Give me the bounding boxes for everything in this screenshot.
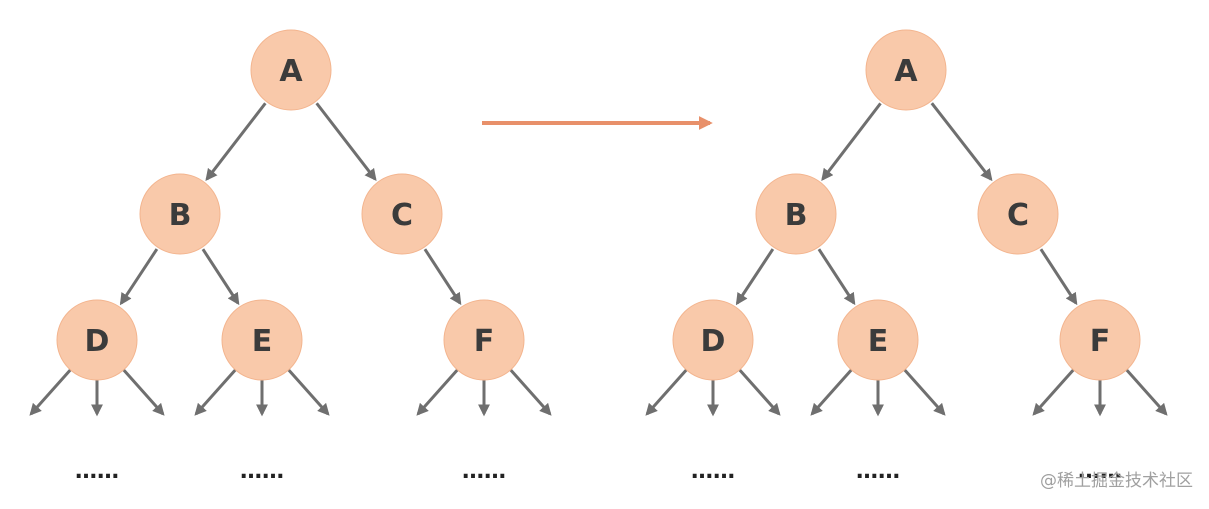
- edge-before-C-F: [423, 248, 462, 306]
- node-circle-before-C: [361, 173, 443, 255]
- node-label-after-A: A: [894, 54, 918, 89]
- nodes-layer: A B C D E F A B C D E F: [56, 29, 1141, 381]
- node-circle-after-D: [672, 299, 754, 381]
- node-label-after-E: E: [868, 324, 889, 359]
- continuation-arrow-before-D-2: [121, 367, 165, 416]
- node-circle-before-F: [443, 299, 525, 381]
- node-circle-before-E: [221, 299, 303, 381]
- continuation-arrow-before-E-0: [194, 367, 238, 416]
- edges-layer: [29, 102, 1168, 417]
- node-after-D: D: [672, 299, 754, 381]
- continuation-arrow-before-D-0: [29, 367, 73, 416]
- node-label-before-E: E: [252, 324, 273, 359]
- edge-after-A-C: [930, 102, 993, 182]
- continuation-arrow-before-E-2: [286, 367, 330, 416]
- node-label-after-C: C: [1007, 198, 1029, 233]
- node-before-F: F: [443, 299, 525, 381]
- node-label-after-D: D: [701, 324, 726, 359]
- node-label-before-F: F: [474, 324, 495, 359]
- node-label-before-B: B: [169, 198, 192, 233]
- node-after-C: C: [977, 173, 1059, 255]
- continuation-arrow-before-F-2: [508, 367, 552, 416]
- node-circle-after-E: [837, 299, 919, 381]
- node-label-after-B: B: [785, 198, 808, 233]
- edge-after-B-D: [735, 248, 775, 306]
- ellipsis-before-E: ……: [240, 459, 284, 484]
- edge-before-A-C: [315, 102, 377, 182]
- node-label-after-F: F: [1090, 324, 1111, 359]
- continuation-arrow-after-E-2: [902, 367, 946, 416]
- node-before-D: D: [56, 299, 138, 381]
- node-circle-after-F: [1059, 299, 1141, 381]
- watermark: @稀土掘金技术社区: [1040, 471, 1193, 491]
- node-circle-after-C: [977, 173, 1059, 255]
- edge-before-B-E: [201, 248, 240, 306]
- node-label-before-C: C: [391, 198, 413, 233]
- node-label-before-D: D: [85, 324, 110, 359]
- ellipsis-layer: …… …… …… …… …… ……: [75, 459, 1122, 484]
- edge-after-A-B: [821, 102, 882, 181]
- continuation-arrow-after-E-0: [810, 367, 854, 416]
- ellipsis-after-D: ……: [691, 459, 735, 484]
- continuation-arrow-after-F-0: [1032, 367, 1076, 416]
- ellipsis-before-F: ……: [462, 459, 506, 484]
- node-circle-before-D: [56, 299, 138, 381]
- node-after-E: E: [837, 299, 919, 381]
- node-circle-after-A: [865, 29, 947, 111]
- node-before-A: A: [250, 29, 332, 111]
- node-after-A: A: [865, 29, 947, 111]
- edge-after-C-F: [1039, 248, 1078, 306]
- ellipsis-before-D: ……: [75, 459, 119, 484]
- continuation-arrow-after-D-0: [645, 367, 689, 416]
- node-circle-before-A: [250, 29, 332, 111]
- node-circle-after-B: [755, 173, 837, 255]
- node-circle-before-B: [139, 173, 221, 255]
- ellipsis-after-E: ……: [856, 459, 900, 484]
- node-label-before-A: A: [279, 54, 303, 89]
- continuation-arrow-after-D-2: [737, 367, 781, 416]
- node-after-F: F: [1059, 299, 1141, 381]
- ellipsis-after-F: ……: [1078, 459, 1122, 484]
- edge-before-A-B: [205, 102, 267, 182]
- edge-after-B-E: [817, 248, 856, 306]
- node-before-E: E: [221, 299, 303, 381]
- continuation-arrow-before-F-0: [416, 367, 460, 416]
- continuation-arrow-after-F-2: [1124, 367, 1168, 416]
- node-before-B: B: [139, 173, 221, 255]
- node-after-B: B: [755, 173, 837, 255]
- node-before-C: C: [361, 173, 443, 255]
- edge-before-B-D: [119, 248, 159, 306]
